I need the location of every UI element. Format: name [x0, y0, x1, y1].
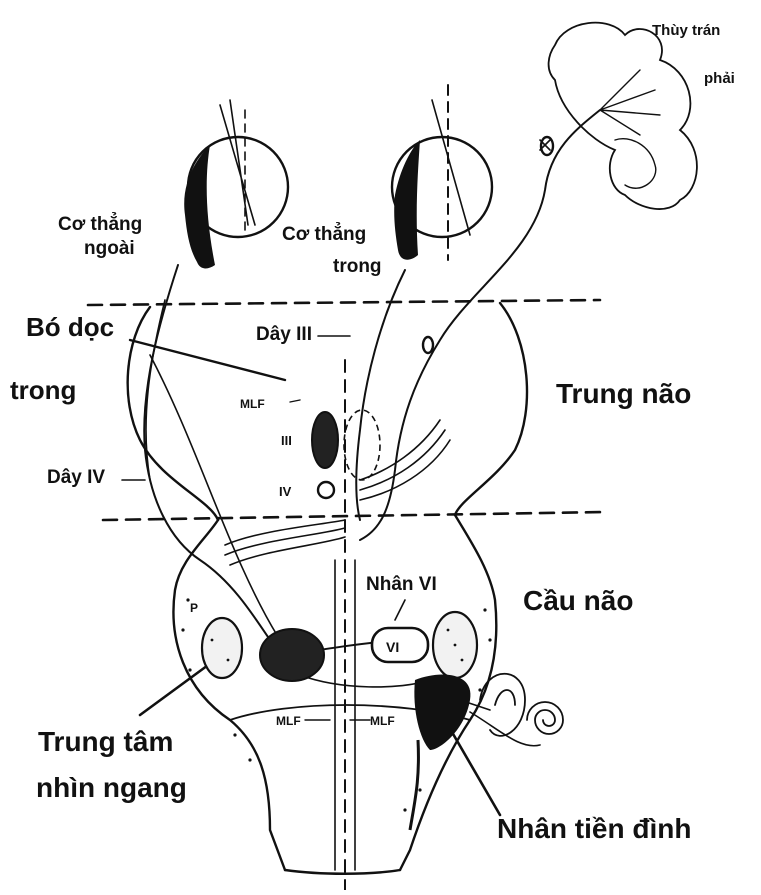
mlf-fibers-right: [360, 420, 450, 500]
frontal-lobe-label-2: phải: [704, 70, 735, 87]
nucleus-vi-label: VI: [386, 639, 399, 655]
lateral-rectus-label-1: Cơ thẳng: [58, 214, 142, 236]
nucleus-iv-label: IV: [279, 484, 292, 499]
frontal-lobe-fibers: [600, 70, 660, 135]
frontal-lobe-shape: [549, 23, 697, 209]
medulla-base: [285, 870, 400, 874]
mlf-label-1: Bó dọc: [26, 313, 114, 343]
lateral-rectus-nerve: [144, 265, 270, 640]
lateral-rectus-muscle: [184, 145, 215, 268]
abducens-nucleus-label: Nhân VI: [366, 574, 437, 596]
mlf-small-label: MLF: [240, 397, 265, 411]
pons-label: Cầu não: [523, 585, 633, 617]
frontal-lobe-lower: [615, 139, 656, 189]
pprf-mark: P: [190, 601, 198, 615]
midbrain-outline-left: [128, 307, 218, 520]
frontal-lobe-label-1: Thùy trán: [652, 22, 720, 39]
midbrain-outline-right: [455, 303, 527, 515]
cochlea-spiral: [527, 702, 563, 734]
abducens-pointer: [395, 600, 405, 620]
vestibular-lower-tract: [410, 740, 418, 830]
midbrain-label: Trung não: [556, 378, 691, 410]
nucleus-iii-label: III: [281, 433, 292, 448]
nerve-iv-label: Dây IV: [47, 467, 105, 489]
mlf-fibers: [225, 520, 345, 565]
mlf-right-small-label: MLF: [370, 714, 395, 728]
mlf-left-small-label: MLF: [276, 714, 301, 728]
gaze-center-label-1: Trung tâm: [38, 726, 173, 758]
vestibular-nerve: [460, 700, 540, 746]
medial-rectus-label-2: trong: [333, 256, 382, 278]
abducens-nucleus-box: [372, 628, 428, 662]
vestibular-nucleus-label: Nhân tiền đình: [497, 813, 691, 845]
semicircular-canals: [480, 674, 525, 736]
mlf-label-2: trong: [10, 376, 76, 406]
right-eye-axis: [432, 100, 470, 235]
mlf-small-pointer: [290, 400, 300, 402]
trochlear-nucleus-iv: [318, 482, 334, 498]
gaze-center-nucleus: [260, 629, 324, 681]
vestibular-nucleus-mass: [414, 675, 470, 750]
oculomotor-nucleus-iii: [312, 412, 338, 468]
lateral-rectus-label-2: ngoài: [84, 238, 135, 260]
vi-to-vestibular: [300, 675, 430, 687]
midbrain-pons-boundary: [103, 512, 605, 520]
gaze-center-label-2: nhìn ngang: [36, 772, 187, 804]
pons-outline-left: [173, 520, 285, 870]
medial-rectus-label-1: Cơ thẳng: [282, 224, 366, 246]
tract-ring-mid: [423, 337, 433, 353]
left-pprf: [202, 618, 242, 678]
medial-rectus-muscle: [394, 140, 420, 260]
gaze-center-pointer: [140, 660, 215, 715]
nerve-iii-label: Dây III: [256, 324, 312, 346]
left-eye-axis: [220, 100, 255, 225]
